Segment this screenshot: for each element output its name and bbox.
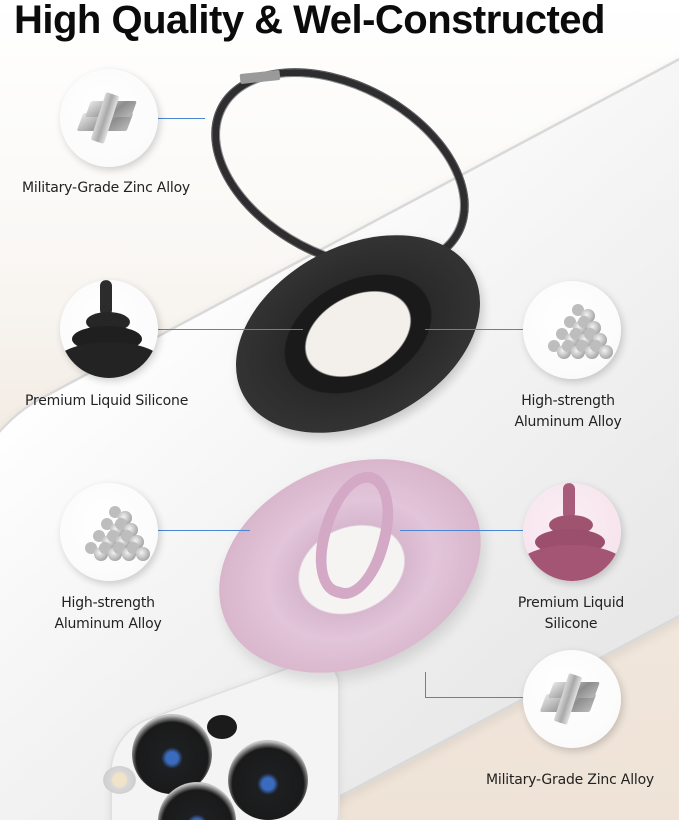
aluminum-rods-icon bbox=[60, 483, 158, 581]
pink-silicone-icon bbox=[523, 483, 621, 581]
page-title: High Quality & Wel-Constructed bbox=[14, 0, 605, 42]
aluminum-rods-icon bbox=[523, 281, 621, 379]
zinc-ingots-icon bbox=[523, 650, 621, 748]
leader-line bbox=[425, 672, 427, 698]
lidar-sensor-icon bbox=[207, 715, 237, 739]
leader-line bbox=[425, 329, 525, 331]
leader-line bbox=[425, 697, 525, 699]
callout-label: High-strength Aluminum Alloy bbox=[514, 393, 622, 430]
callout-label: Premium Liquid Silicone bbox=[517, 595, 625, 632]
callout-label: High-strength Aluminum Alloy bbox=[54, 595, 162, 632]
callout-label: Premium Liquid Silicone bbox=[25, 393, 189, 409]
callout-label: Military-Grade Zinc Alloy bbox=[486, 772, 655, 788]
callout-label: Military-Grade Zinc Alloy bbox=[22, 180, 191, 196]
leader-line bbox=[400, 530, 523, 532]
leader-line bbox=[158, 118, 205, 120]
flash-icon bbox=[103, 766, 136, 794]
camera-lens-icon bbox=[132, 714, 212, 794]
black-silicone-icon bbox=[60, 280, 158, 378]
leader-line bbox=[158, 530, 250, 532]
camera-lens-icon bbox=[228, 740, 308, 820]
leader-line bbox=[158, 329, 303, 331]
zinc-ingots-icon bbox=[60, 69, 158, 167]
